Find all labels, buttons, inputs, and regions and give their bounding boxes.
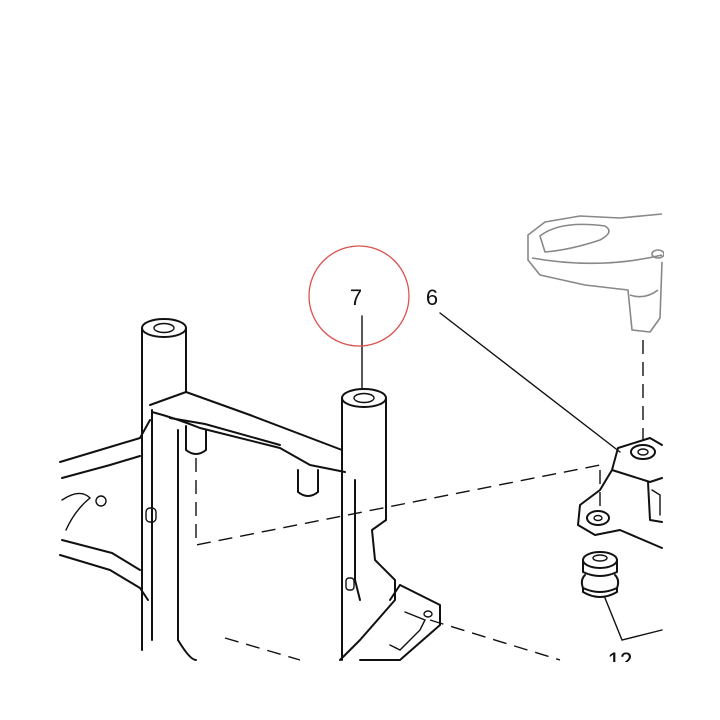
- rubber-mount-part-12: [580, 551, 620, 598]
- leader-line-12: [604, 597, 663, 641]
- alignment-line-bottom: [224, 637, 301, 661]
- main-frame-part: [59, 318, 441, 661]
- plate-part-6: [577, 437, 663, 549]
- leader-line-6: [439, 312, 621, 453]
- upper-bracket-part: [527, 213, 665, 333]
- right-crop: [664, 0, 720, 720]
- callout-label-12-visible: 12: [608, 648, 632, 673]
- callout-highlight-circle: [308, 245, 410, 347]
- alignment-line-main: [195, 458, 601, 546]
- callout-label-7[interactable]: 7: [350, 285, 362, 310]
- alignment-line-lower: [429, 619, 561, 661]
- bottom-crop: [0, 662, 720, 720]
- callout-label-6[interactable]: 6: [426, 285, 438, 310]
